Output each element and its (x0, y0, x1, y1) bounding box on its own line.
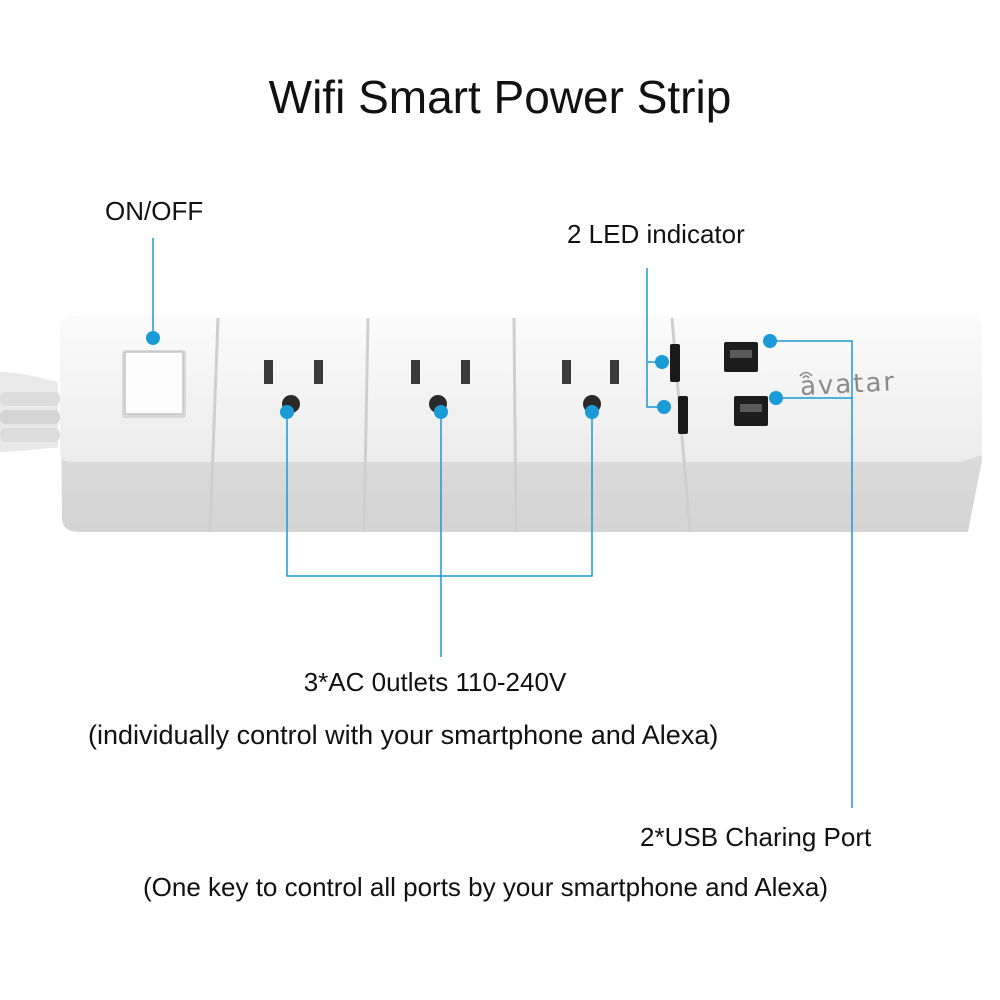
callout-dot-outlet-2 (434, 405, 448, 419)
callout-dots (146, 331, 783, 419)
wifi-icon (799, 371, 813, 379)
power-cord (0, 372, 60, 452)
brand-logo: avatar (799, 367, 897, 402)
led-indicators (670, 344, 688, 434)
callout-dot-usb-2 (769, 391, 783, 405)
ac-outlets-label: 3*AC 0utlets 110-240V (303, 667, 567, 697)
usb-port-2 (734, 396, 768, 426)
callout-dot-led-2 (657, 400, 671, 414)
callout-dot-outlet-3 (585, 405, 599, 419)
power-switch (122, 350, 186, 418)
led-indicator-label: 2 LED indicator (567, 219, 745, 249)
callout-dot-led-1 (655, 355, 669, 369)
callout-dot-switch (146, 331, 160, 345)
usb-port-1 (724, 342, 758, 372)
diagram-title: Wifi Smart Power Strip (268, 71, 732, 123)
callout-dot-usb-1 (763, 334, 777, 348)
usb-port-label: 2*USB Charing Port (640, 822, 872, 852)
ac-outlets-note: (individually control with your smartpho… (88, 720, 719, 750)
callout-lines (152, 238, 853, 808)
strip-body (60, 316, 982, 533)
callout-dot-outlet-1 (280, 405, 294, 419)
on-off-label: ON/OFF (105, 196, 204, 226)
usb-port-note: (One key to control all ports by your sm… (143, 872, 829, 902)
